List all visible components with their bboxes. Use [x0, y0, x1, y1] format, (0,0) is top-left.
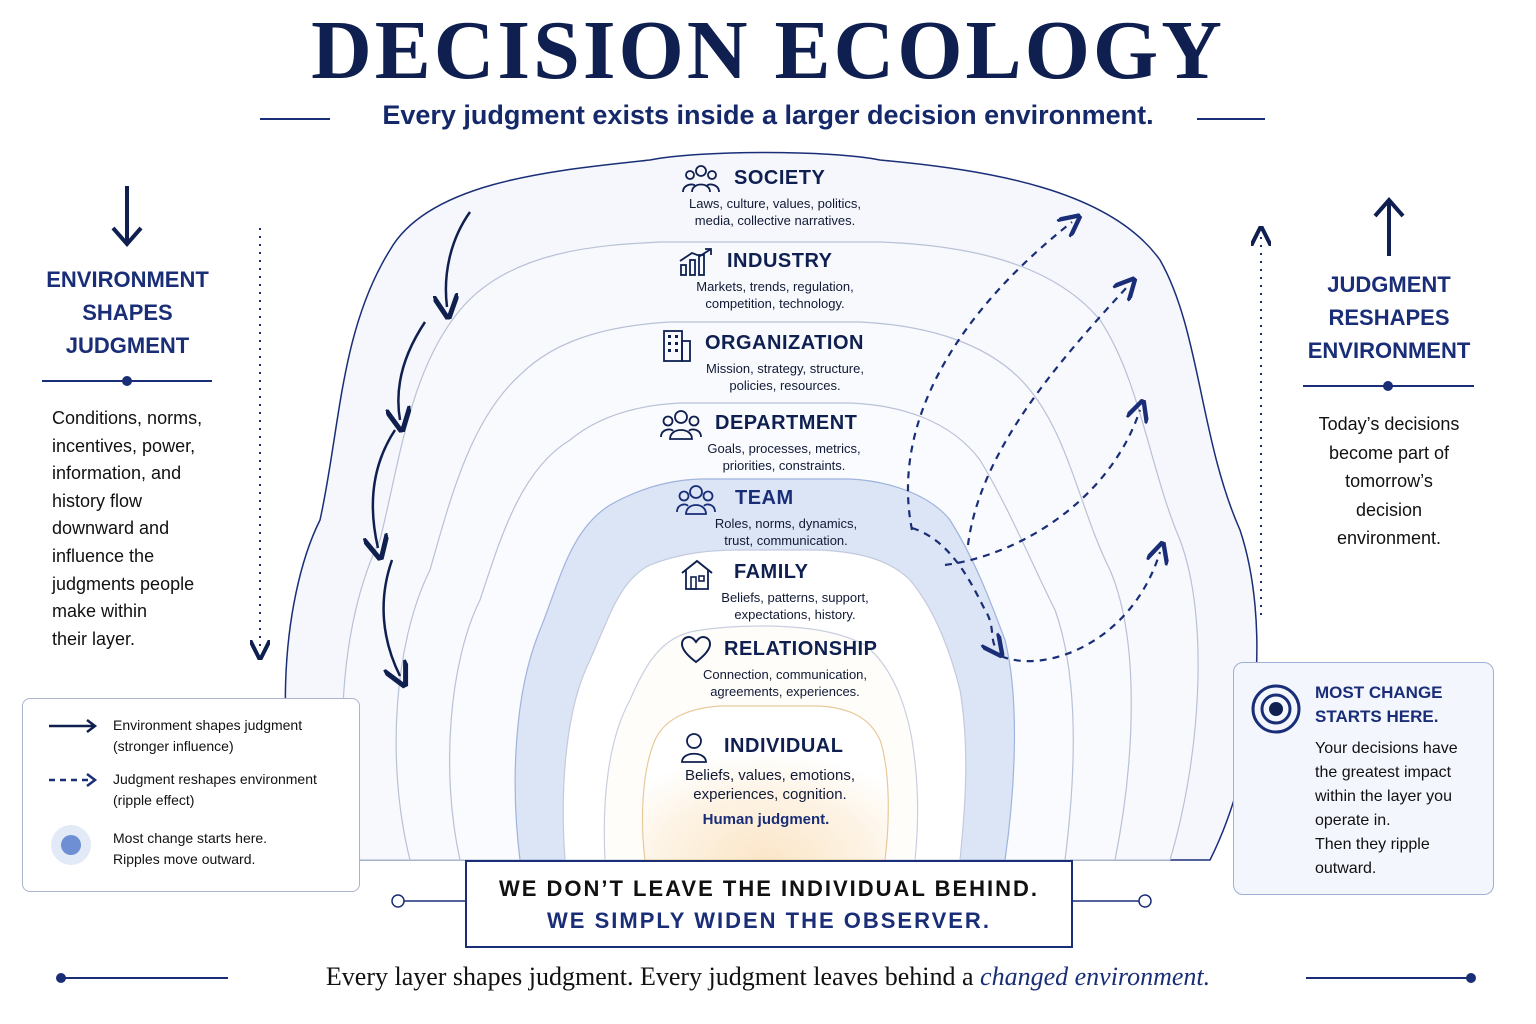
footer-rule-left-dot [56, 973, 66, 983]
bar-chart-icon [678, 247, 714, 277]
quote-connector-right-node [1138, 894, 1152, 908]
layer-desc-individual: Beliefs, values, emotions, experiences, c… [660, 766, 880, 804]
layer-desc-industry: Markets, trends, regulation, competition,… [670, 278, 880, 312]
footer-emphasis: changed environment. [980, 962, 1211, 991]
footer-text: Every layer shapes judgment. Every judgm… [325, 962, 981, 991]
layer-desc-organization: Mission, strategy, structure, policies, r… [676, 360, 894, 394]
target-icon [1250, 683, 1302, 735]
layer-title-team: TEAM [735, 487, 794, 509]
layer-desc-line: Beliefs, values, emotions, [684, 767, 856, 784]
influence-arrow-2 [398, 321, 427, 420]
layer-desc-line: Connection, communication, [702, 667, 868, 682]
influence-arrow-3 [373, 429, 397, 548]
legend-dashed-text: Judgment reshapes environment (ripple ef… [113, 771, 317, 808]
layer-desc-family: Beliefs, patterns, support, expectations,… [700, 589, 890, 623]
ripple-arrow-1 [907, 222, 1072, 531]
individual-note: Human judgment. [702, 811, 830, 828]
dashed-arrow-icon [47, 773, 99, 787]
layer-desc-line: Goals, processes, metrics, [707, 441, 861, 456]
layer-desc-line: agreements, experiences. [710, 684, 860, 699]
layer-title-individual: INDIVIDUAL [724, 735, 844, 757]
layer-desc-line: Roles, norms, dynamics, [714, 516, 858, 531]
layer-desc-relationship: Connection, communication, agreements, ex… [670, 666, 900, 700]
subtitle-rule-left [260, 118, 330, 120]
callout-text: Your decisions have the greatest impact … [1315, 740, 1458, 877]
layer-desc-team: Roles, norms, dynamics, trust, communicat… [700, 515, 872, 549]
layer-desc-line: competition, technology. [705, 296, 845, 311]
team-icon [676, 484, 716, 516]
legend: Environment shapes judgment (stronger in… [22, 698, 360, 892]
layer-desc-line: Laws, culture, values, politics, [689, 196, 861, 211]
left-panel-heading: ENVIRONMENT SHAPES JUDGMENT [46, 267, 209, 358]
footer-rule-right-dot [1466, 973, 1476, 983]
subtitle: Every judgment exists inside a larger de… [382, 100, 1154, 130]
right-panel-heading: JUDGMENT RESHAPES ENVIRONMENT [1307, 272, 1471, 363]
layer-desc-line: Beliefs, patterns, support, [721, 590, 869, 605]
footer-rule-right [1306, 977, 1472, 979]
ripple-arrow-3 [944, 410, 1140, 567]
layer-desc-line: Markets, trends, regulation, [696, 279, 854, 294]
most-change-callout: MOST CHANGE STARTS HERE. Your decisions … [1233, 662, 1494, 895]
layer-title-society: SOCIETY [734, 167, 826, 189]
person-icon [679, 732, 709, 764]
layer-title-relationship: RELATIONSHIP [724, 638, 878, 660]
layer-desc-department: Goals, processes, metrics, priorities, co… [680, 440, 888, 474]
right-panel-rule-dot [1383, 381, 1393, 391]
page-title: DECISION ECOLOGY [311, 4, 1225, 97]
quote-line-1: WE DON’T LEAVE THE INDIVIDUAL BEHIND. [498, 876, 1040, 901]
layer-desc-line: experiences, cognition. [693, 786, 847, 803]
legend-solid-text: Environment shapes judgment (stronger in… [113, 717, 303, 754]
ripple-arrow-5 [911, 526, 996, 648]
quote-box: WE DON’T LEAVE THE INDIVIDUAL BEHIND. WE… [465, 860, 1073, 948]
layer-desc-line: expectations, history. [734, 607, 856, 622]
layer-desc-line: trust, communication. [724, 533, 848, 548]
footer-tagline: Every layer shapes judgment. Every judgm… [0, 962, 1536, 992]
layer-title-organization: ORGANIZATION [705, 332, 864, 354]
footer-rule-left [60, 977, 228, 979]
quote-connector-left-node [391, 894, 405, 908]
heart-icon [680, 635, 712, 665]
layer-desc-society: Laws, culture, values, politics, media, c… [670, 195, 880, 229]
layer-desc-line: priorities, constraints. [722, 458, 846, 473]
quote-line-2: WE SIMPLY WIDEN THE OBSERVER. [547, 908, 991, 933]
house-icon [679, 558, 715, 592]
layer-title-industry: INDUSTRY [727, 250, 833, 272]
layer-title-department: DEPARTMENT [715, 412, 858, 434]
layer-individual-shape [641, 705, 889, 861]
solid-arrow-icon [47, 719, 99, 733]
layer-desc-line: policies, resources. [729, 378, 841, 393]
influence-arrow-1 [446, 211, 472, 307]
left-panel-rule-dot [122, 376, 132, 386]
arrow-down-icon [108, 184, 146, 250]
change-dot-icon [49, 823, 93, 867]
building-icon [660, 329, 692, 363]
people-group-icon [682, 164, 720, 194]
ripple-arrow-4 [989, 552, 1160, 663]
influence-arrow-4 [382, 559, 400, 676]
layer-desc-line: Mission, strategy, structure, [706, 361, 864, 376]
right-panel-text: Today’s decisions become part of tomorro… [1318, 414, 1460, 548]
subtitle-rule-right [1197, 118, 1265, 120]
arrow-up-icon [1370, 196, 1408, 258]
left-panel-text: Conditions, norms, incentives, power, in… [52, 408, 203, 649]
layer-desc-line: media, collective narratives. [694, 213, 856, 228]
legend-dot-text: Most change starts here. Ripples move ou… [113, 830, 268, 867]
layer-title-family: FAMILY [734, 561, 809, 583]
callout-heading: MOST CHANGE STARTS HERE. [1315, 683, 1443, 726]
group-icon [660, 409, 702, 441]
